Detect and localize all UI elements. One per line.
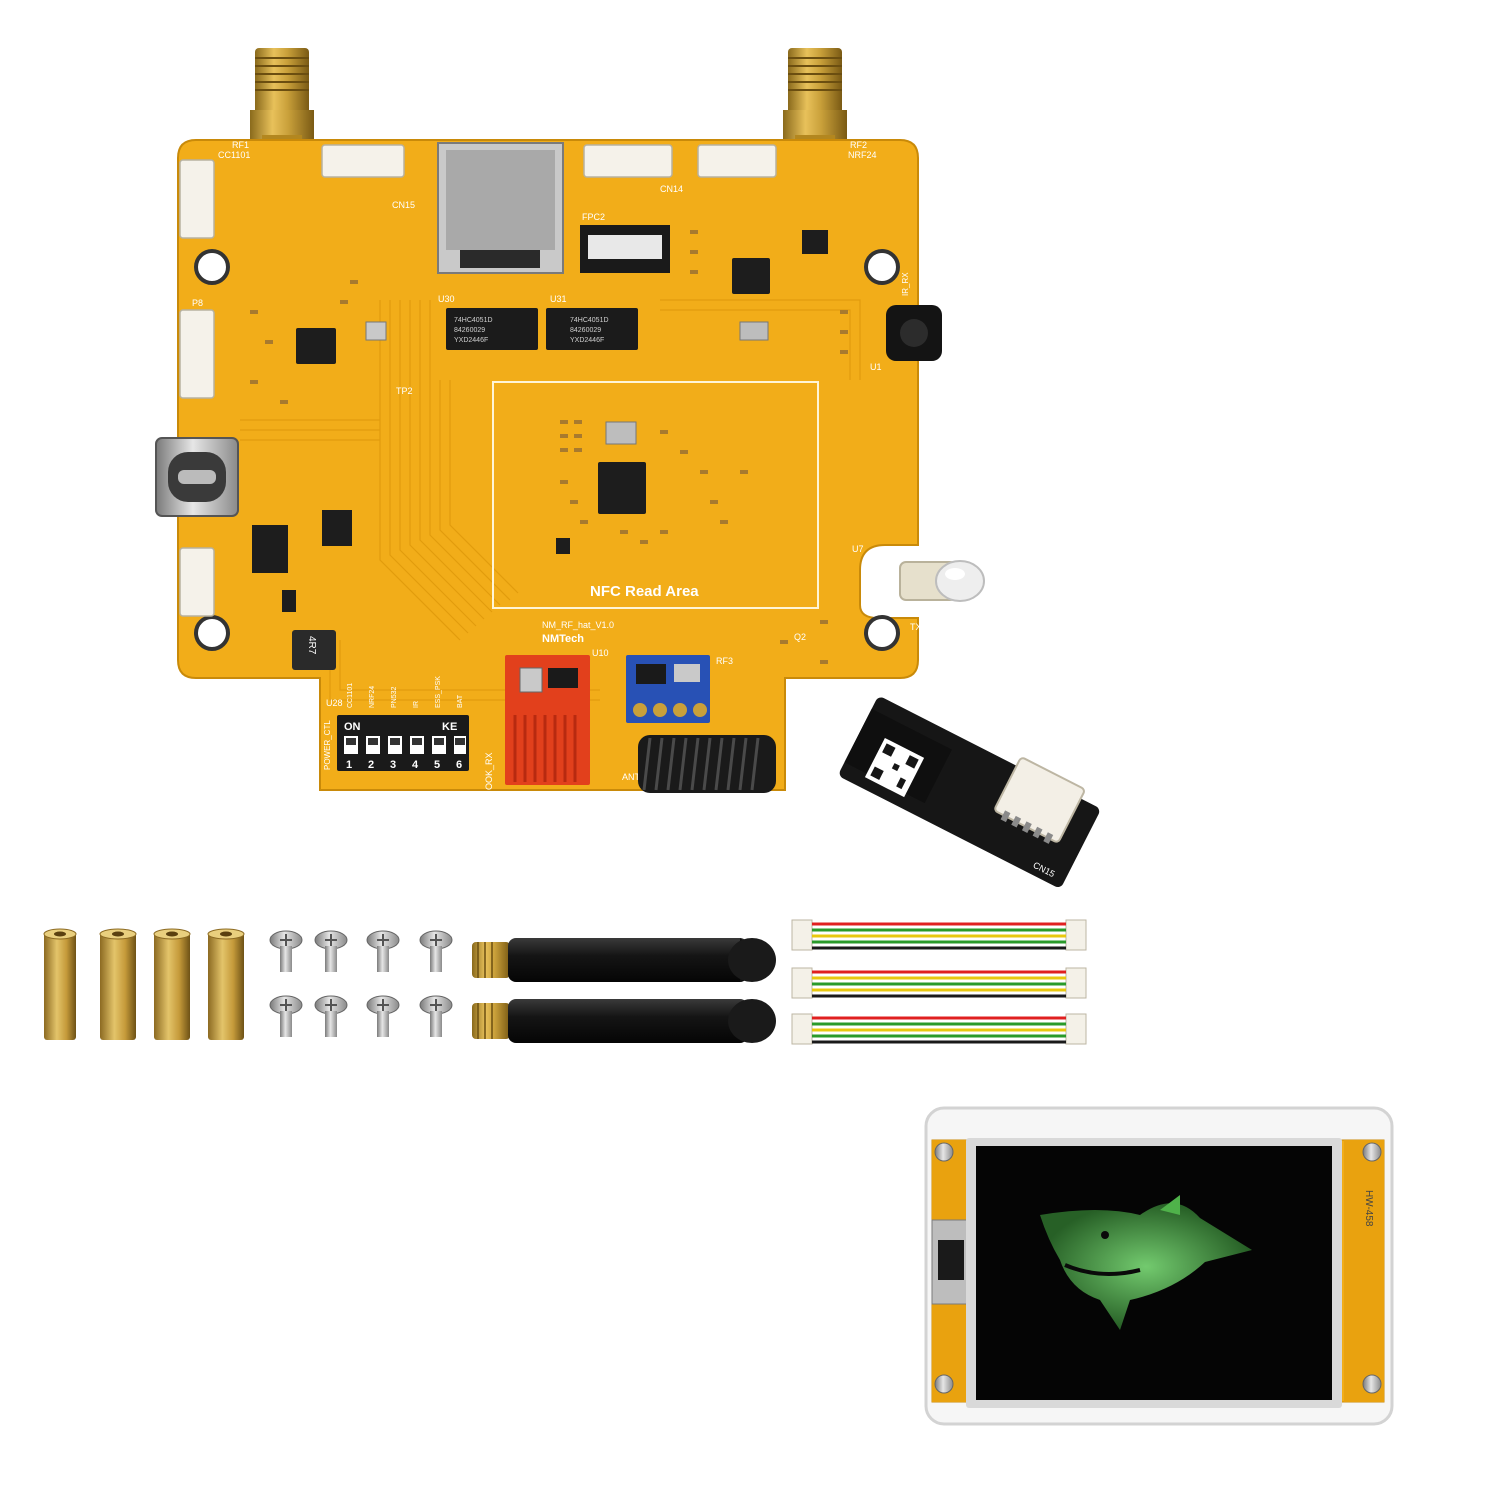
svg-text:3: 3 — [390, 759, 396, 771]
svg-text:84260029: 84260029 — [570, 327, 601, 334]
svg-text:U30: U30 — [438, 294, 455, 304]
coil-antenna — [638, 735, 776, 793]
ir-led — [899, 560, 985, 602]
svg-text:NRF24: NRF24 — [369, 686, 376, 708]
svg-text:ANT1: ANT1 — [622, 772, 645, 782]
screw — [314, 930, 348, 972]
smd-ics — [252, 230, 828, 612]
sd-card-slot — [437, 142, 564, 274]
usb-c-port — [155, 437, 239, 517]
svg-text:74HC4051D: 74HC4051D — [570, 317, 609, 324]
brass-standoff — [43, 928, 77, 1040]
ic-74hc4051-u31: 74HC4051D 84260029 YXD2446F — [546, 308, 638, 350]
sd-adapter-board: CN15 — [839, 697, 1100, 888]
smd-passives — [250, 230, 848, 664]
silkscreen-labels: CC1101 NRF24 RF1 RF2 CN15 CN14 FPC2 P8 U… — [192, 140, 882, 782]
rubber-antenna — [472, 999, 776, 1043]
brass-standoff — [153, 928, 191, 1040]
jst-cable — [791, 919, 1087, 951]
jst-cable — [791, 967, 1087, 999]
svg-text:HW-458: HW-458 — [1363, 1190, 1374, 1227]
svg-text:P8: P8 — [192, 298, 203, 308]
svg-text:Q2: Q2 — [794, 632, 806, 642]
main-pcb — [177, 139, 919, 791]
dip-switch: ON KE 1 2 3 4 5 6 — [337, 715, 469, 771]
nfc-area-label: NFC Read Area — [590, 583, 699, 600]
svg-text:CC1101: CC1101 — [347, 683, 354, 708]
svg-text:YXD2446F: YXD2446F — [454, 337, 488, 344]
ir-receiver — [886, 305, 942, 361]
svg-text:KE: KE — [442, 721, 457, 733]
svg-text:84260029: 84260029 — [454, 327, 485, 334]
power-ctl-label: POWER_CTL — [323, 720, 332, 770]
sma-connector-left — [250, 48, 314, 145]
version-label: NM_RF_hat_V1.0 — [542, 620, 614, 630]
svg-text:CN14: CN14 — [660, 184, 683, 194]
svg-text:CN15: CN15 — [392, 200, 415, 210]
svg-text:PN532: PN532 — [391, 686, 398, 708]
screw — [419, 930, 453, 972]
screw — [314, 995, 348, 1037]
svg-text:1: 1 — [346, 759, 352, 771]
svg-text:4R7: 4R7 — [306, 636, 317, 655]
svg-text:IR: IR — [413, 701, 420, 708]
svg-text:YXD2446F: YXD2446F — [570, 337, 604, 344]
svg-text:RF1: RF1 — [232, 140, 249, 150]
svg-text:2: 2 — [368, 759, 374, 771]
screw — [419, 995, 453, 1037]
svg-text:U10: U10 — [592, 648, 609, 658]
svg-text:RF2: RF2 — [850, 140, 867, 150]
dip-channel-labels: CC1101 NRF24 PN532 IR ESS_PSK BAT — [347, 676, 464, 708]
pcb-traces — [240, 299, 861, 701]
shark-image — [1040, 1195, 1252, 1330]
jst-connector-top — [179, 144, 777, 617]
screw — [366, 930, 400, 972]
svg-text:TP2: TP2 — [396, 386, 413, 396]
svg-text:74HC4051D: 74HC4051D — [454, 317, 493, 324]
screw — [269, 995, 303, 1037]
svg-text:5: 5 — [434, 759, 440, 771]
svg-text:ON: ON — [344, 721, 361, 733]
svg-text:U1: U1 — [870, 362, 882, 372]
svg-text:6: 6 — [456, 759, 462, 771]
svg-text:4: 4 — [412, 759, 419, 771]
sma-connector-right — [783, 48, 847, 145]
display-module: HW-458 — [924, 1106, 1394, 1426]
svg-text:U7: U7 — [852, 544, 864, 554]
ook-rx-label: OOK_RX — [484, 752, 494, 790]
ir-rx-label: IR_RX — [901, 272, 910, 296]
svg-text:U31: U31 — [550, 294, 567, 304]
blue-rf-module — [626, 655, 710, 723]
screw — [269, 930, 303, 972]
brand-label: NMTech — [542, 633, 584, 645]
mounting-hole — [194, 249, 900, 651]
svg-text:CC1101: CC1101 — [218, 150, 250, 160]
rubber-antenna — [472, 938, 776, 982]
inductor — [292, 630, 336, 670]
svg-text:U28: U28 — [326, 698, 343, 708]
red-rf-module — [505, 655, 590, 785]
svg-text:BAT: BAT — [457, 694, 464, 708]
brass-standoff — [99, 928, 137, 1040]
brass-standoff — [207, 928, 245, 1040]
jst-cable — [791, 1013, 1087, 1045]
screw — [366, 995, 400, 1037]
ic-74hc4051-u30: 74HC4051D 84260029 YXD2446F — [446, 308, 538, 350]
tx-label: TX — [910, 622, 922, 632]
svg-text:NRF24: NRF24 — [848, 150, 877, 160]
svg-text:FPC2: FPC2 — [582, 212, 605, 222]
svg-text:RF3: RF3 — [716, 656, 733, 666]
svg-text:ESS_PSK: ESS_PSK — [435, 676, 442, 708]
nfc-area-outline — [492, 381, 819, 609]
